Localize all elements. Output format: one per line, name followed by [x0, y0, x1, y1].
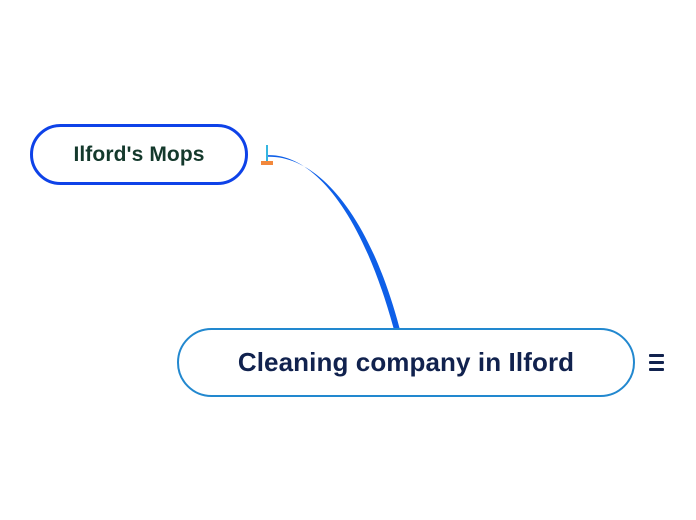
collapse-handle[interactable] — [258, 142, 280, 170]
branch-curve-child-to-root — [266, 155, 400, 328]
mindmap-node-cleaning-company-in-ilford[interactable]: Cleaning company in Ilford — [177, 328, 635, 397]
hamburger-bar-1 — [648, 354, 664, 357]
hamburger-menu-icon[interactable] — [646, 352, 666, 373]
node-label: Ilford's Mops — [73, 142, 205, 166]
node-label: Cleaning company in Ilford — [237, 347, 575, 377]
collapse-handle-stem — [266, 145, 268, 165]
collapse-handle-base — [261, 161, 273, 165]
hamburger-bar-3 — [648, 368, 664, 371]
hamburger-bar-2 — [648, 361, 664, 364]
mindmap-node-ilfords-mops[interactable]: Ilford's Mops — [30, 124, 248, 185]
